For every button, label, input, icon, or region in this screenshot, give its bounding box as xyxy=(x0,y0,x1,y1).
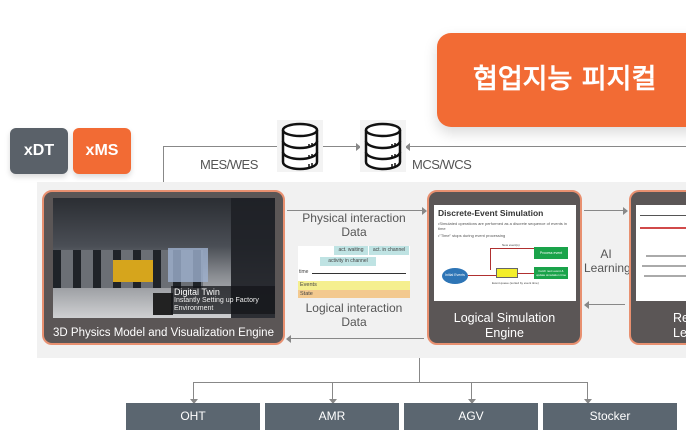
timeline-state: State xyxy=(298,290,410,298)
xms-tag: xMS xyxy=(73,128,131,174)
database-icon xyxy=(277,120,323,172)
ai-learning-arrow xyxy=(584,206,628,215)
new-events-label: New event(s) xyxy=(502,243,520,247)
logical-engine-panel: Discrete-Event Simulation •Simulated ope… xyxy=(427,190,582,345)
event-queue-label: Event queue (sorted by event time) xyxy=(492,281,539,285)
physics-engine-caption: 3D Physics Model and Visualization Engin… xyxy=(53,327,274,339)
digital-twin-sub: Instantly Setting up Factory Environment xyxy=(174,297,259,312)
connector xyxy=(419,358,420,382)
connector-arrow xyxy=(467,382,476,404)
title-banner: 협업지능 피지컬 xyxy=(437,33,686,127)
connector-arrow xyxy=(328,382,337,404)
device-agv: AGV xyxy=(404,403,538,430)
xdt-tag: xDT xyxy=(10,128,68,174)
digital-twin-label: Digital Twin xyxy=(174,287,220,297)
connector xyxy=(163,146,277,147)
device-stocker: Stocker xyxy=(543,403,677,430)
mes-wes-label: MES/WES xyxy=(200,157,258,172)
des-bullet: •Simulated operations are performed as a… xyxy=(438,221,568,231)
connector-arrow xyxy=(159,146,168,192)
initial-events-node: Initial Events xyxy=(442,268,468,284)
rl-engine-caption: ReiLea xyxy=(673,311,686,340)
des-slide: Discrete-Event Simulation •Simulated ope… xyxy=(434,205,576,301)
fetch-event-node: Fetch next event & update simulation tim… xyxy=(534,267,568,279)
rl-engine-panel: ReiLea xyxy=(629,190,686,345)
timeline-activity: act. in channel xyxy=(369,246,409,255)
timeline-activity: act. waiting xyxy=(334,246,368,255)
connector-arrow xyxy=(405,142,686,151)
digital-twin-overlay: Digital Twin Instantly Setting up Factor… xyxy=(171,286,275,314)
des-slide-title: Discrete-Event Simulation xyxy=(438,208,544,218)
physics-engine-panel: Digital Twin Instantly Setting up Factor… xyxy=(42,190,285,345)
connector xyxy=(193,382,588,383)
process-event-node: Process event xyxy=(534,247,568,259)
device-oht: OHT xyxy=(126,403,260,430)
logical-data-arrow xyxy=(286,334,424,343)
timeline-activity: activity in channel xyxy=(320,257,376,266)
timeline-time: time xyxy=(299,269,309,275)
database-icon xyxy=(360,120,406,172)
connector-arrow xyxy=(323,142,361,151)
factory-screenshot: Digital Twin Instantly Setting up Factor… xyxy=(53,198,275,318)
physical-data-arrow xyxy=(287,206,427,215)
des-bullet: •"Time" stops during event processing xyxy=(438,233,506,238)
connector-arrow xyxy=(189,382,198,404)
rl-slide xyxy=(636,205,686,301)
timeline-events: Events xyxy=(298,281,410,290)
mcs-wcs-label: MCS/WCS xyxy=(412,157,472,172)
device-amr: AMR xyxy=(265,403,399,430)
ai-feedback-arrow xyxy=(584,300,625,309)
connector-arrow xyxy=(583,382,592,404)
timeline-figure: act. waiting act. in channel activity in… xyxy=(298,246,410,298)
